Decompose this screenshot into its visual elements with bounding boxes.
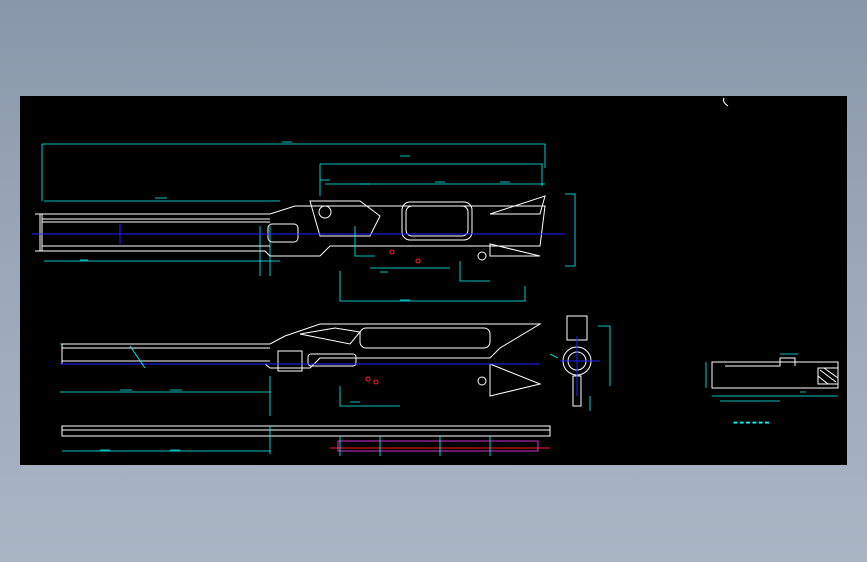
side-view bbox=[60, 323, 542, 416]
detail-caption: ▬ ▬ ▬ ▬ ▬ ▬ bbox=[733, 420, 770, 426]
detail-part: ▬ ▬ ▬ ▬ ▬ ▬ bbox=[705, 353, 839, 426]
cad-drawing-viewport[interactable]: ▬ ▬ ▬ ▬ ▬ ▬ bbox=[20, 96, 847, 465]
top-view bbox=[32, 143, 576, 302]
bottom-strip bbox=[61, 425, 551, 456]
dimension-marks bbox=[80, 141, 806, 451]
cad-drawing: ▬ ▬ ▬ ▬ ▬ ▬ bbox=[32, 97, 839, 456]
cursor-mark-icon bbox=[723, 97, 729, 107]
end-view bbox=[549, 315, 611, 411]
